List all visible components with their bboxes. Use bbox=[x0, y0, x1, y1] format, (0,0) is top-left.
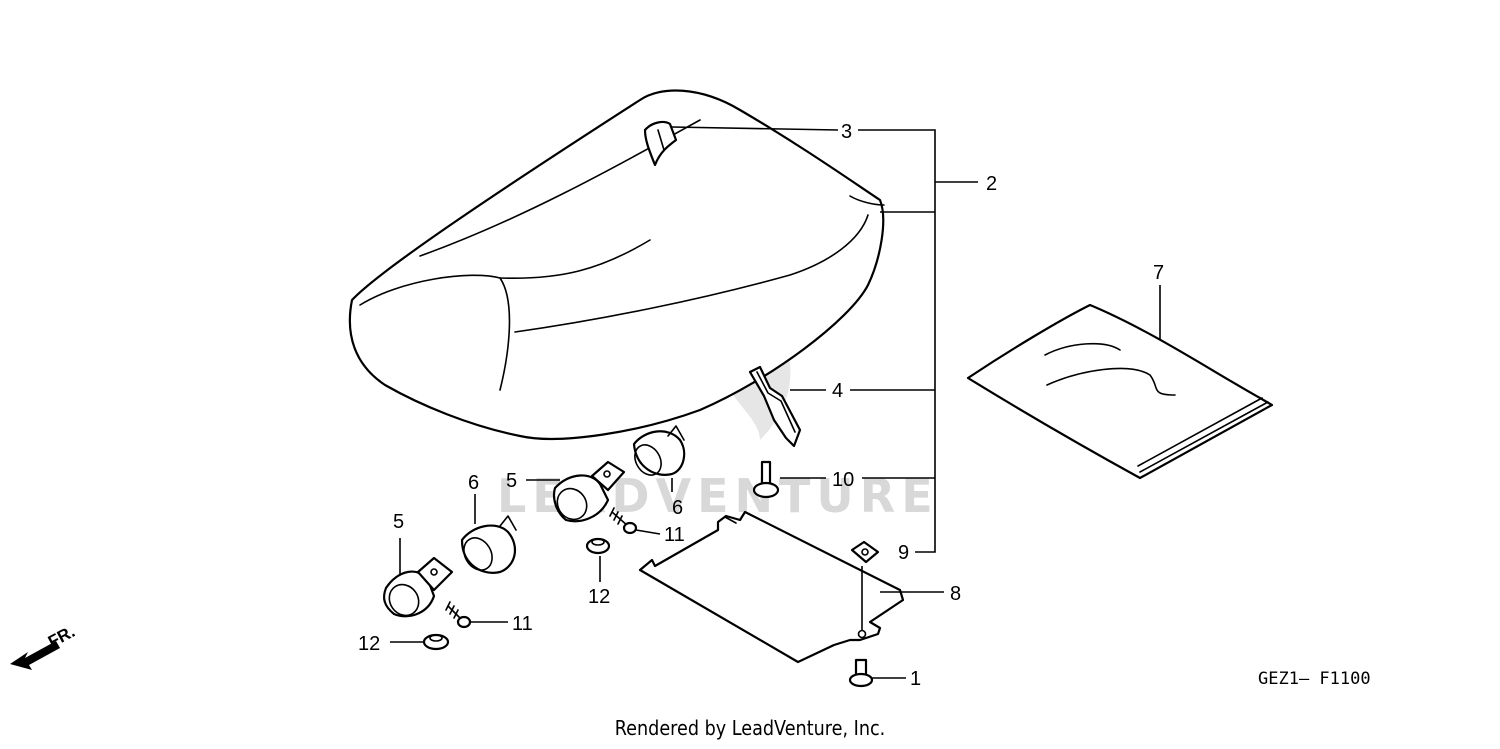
seat-clip-lower bbox=[383, 556, 454, 618]
callout-12-upper: 12 bbox=[588, 586, 610, 608]
seat-bracket bbox=[748, 365, 802, 448]
callouts: 3 2 7 4 10 9 8 1 5 6 6 5 11 11 12 12 bbox=[358, 121, 1164, 690]
callout-11-upper: 11 bbox=[664, 524, 685, 546]
front-arrow: FR. bbox=[10, 622, 78, 670]
flange-nut-lower bbox=[422, 633, 450, 651]
flange-bolt-10 bbox=[752, 460, 780, 499]
callout-8: 8 bbox=[950, 583, 961, 605]
seat-clip-upper bbox=[552, 460, 626, 523]
callout-3: 3 bbox=[841, 121, 852, 143]
diagram-code: GEZ1— F1100 bbox=[1258, 669, 1371, 689]
seat-assembly bbox=[348, 89, 885, 440]
callout-1: 1 bbox=[910, 668, 921, 690]
flange-bolt-1 bbox=[848, 658, 874, 688]
callout-5-lower: 5 bbox=[393, 511, 404, 533]
seat-bushing-upper bbox=[632, 425, 686, 476]
tapping-screw-lower bbox=[445, 601, 472, 629]
callout-5-upper: 5 bbox=[506, 470, 517, 492]
tapping-screw-upper bbox=[609, 507, 638, 535]
callout-7: 7 bbox=[1153, 262, 1164, 284]
callout-2: 2 bbox=[986, 173, 997, 195]
callout-4: 4 bbox=[832, 380, 843, 402]
seat-tab bbox=[643, 120, 678, 167]
callout-12-lower: 12 bbox=[358, 633, 380, 655]
callout-6-lower: 6 bbox=[468, 472, 479, 494]
seat-bushing-lower bbox=[460, 515, 517, 574]
tool-bag bbox=[966, 303, 1274, 480]
callout-10: 10 bbox=[832, 469, 854, 491]
footer-credit: Rendered by LeadVenture, Inc. bbox=[614, 716, 886, 740]
callout-6-upper: 6 bbox=[672, 497, 683, 519]
callout-9: 9 bbox=[898, 542, 909, 564]
flange-nut-upper bbox=[585, 537, 611, 555]
seat-plate bbox=[638, 510, 905, 664]
clip-nut-9 bbox=[850, 540, 880, 564]
callout-11-lower: 11 bbox=[512, 613, 533, 635]
leader-lines bbox=[390, 126, 1161, 679]
